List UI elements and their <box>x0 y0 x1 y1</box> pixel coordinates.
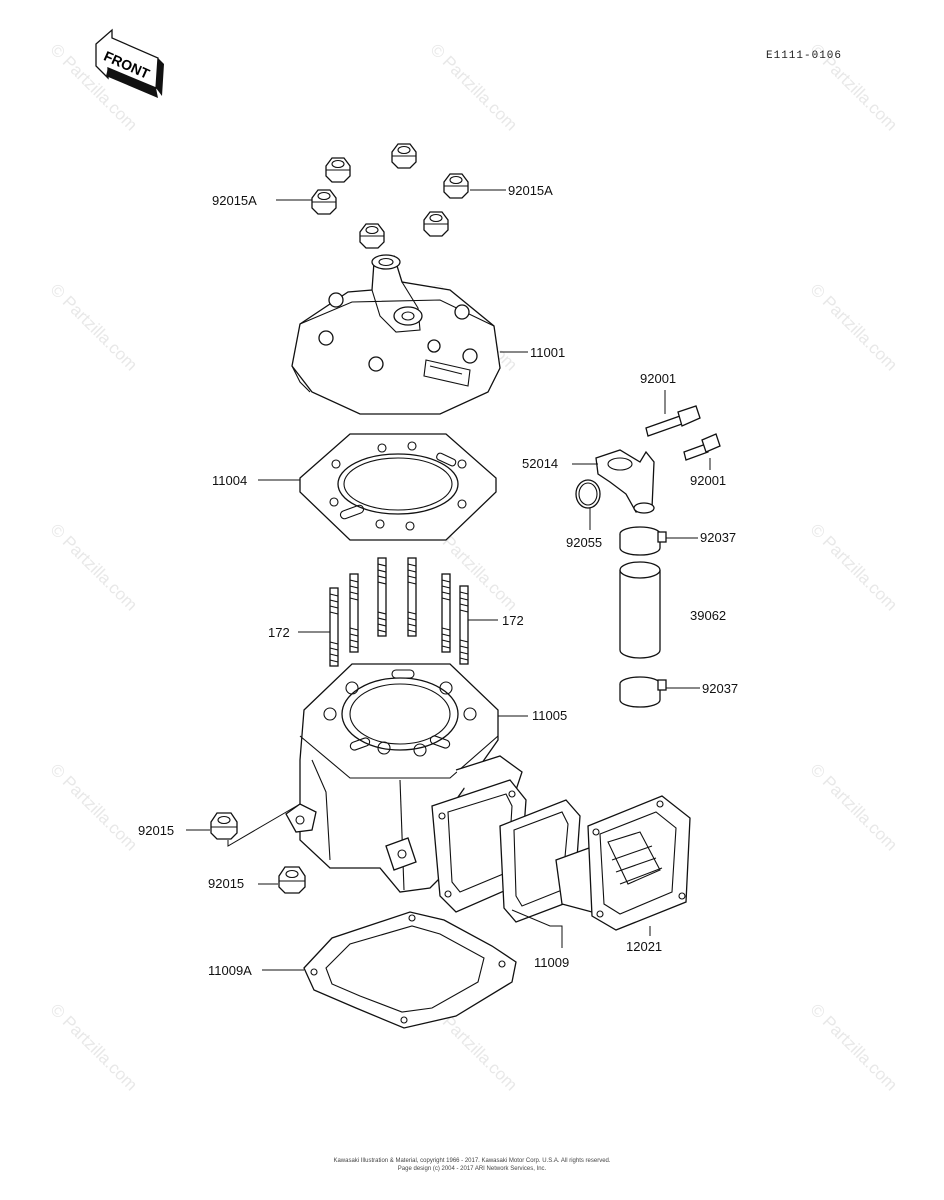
hose-clamp <box>619 676 667 708</box>
part-label: 11001 <box>530 345 566 360</box>
o-ring <box>575 479 601 509</box>
part-label: 92037 <box>700 530 737 545</box>
part-label: 11009A <box>208 963 252 978</box>
part-label: 52014 <box>522 456 559 471</box>
part-label: 92001 <box>640 371 677 386</box>
flange-nut <box>311 143 469 249</box>
part-label: 172 <box>502 613 524 628</box>
part-label: 92015 <box>138 823 175 838</box>
leader-lines <box>186 189 711 971</box>
hose-tube <box>619 561 661 659</box>
front-arrow-icon: FRONT <box>95 28 164 98</box>
part-label: 172 <box>268 625 290 640</box>
part-label: 92015A <box>508 183 553 198</box>
stud-bolt <box>329 557 469 667</box>
part-label: 92001 <box>690 473 727 488</box>
flange-nut <box>210 812 306 894</box>
part-label: 39062 <box>690 608 727 623</box>
diagram-code: E1111-0106 <box>766 50 843 62</box>
water-pipe-elbow <box>595 449 655 514</box>
part-label: 92037 <box>702 681 739 696</box>
hose-clamp <box>619 526 667 556</box>
part-label: 11009 <box>534 955 570 970</box>
head-gasket <box>299 433 497 541</box>
copyright-line: Page design (c) 2004 - 2017 ARI Network … <box>397 1166 547 1172</box>
copyright-line: Kawasaki Illustration & Material, copyri… <box>333 1158 611 1164</box>
part-label: 11004 <box>212 473 248 488</box>
part-label: 92015A <box>212 193 257 208</box>
reed-valve-assembly <box>431 779 691 931</box>
part-label: 92055 <box>566 535 603 550</box>
part-label: 92015 <box>208 876 245 891</box>
base-gasket <box>303 911 517 1029</box>
cylinder-head <box>291 254 501 415</box>
part-label: 11005 <box>532 708 568 723</box>
bolt <box>645 405 721 461</box>
part-label: 12021 <box>626 939 663 954</box>
